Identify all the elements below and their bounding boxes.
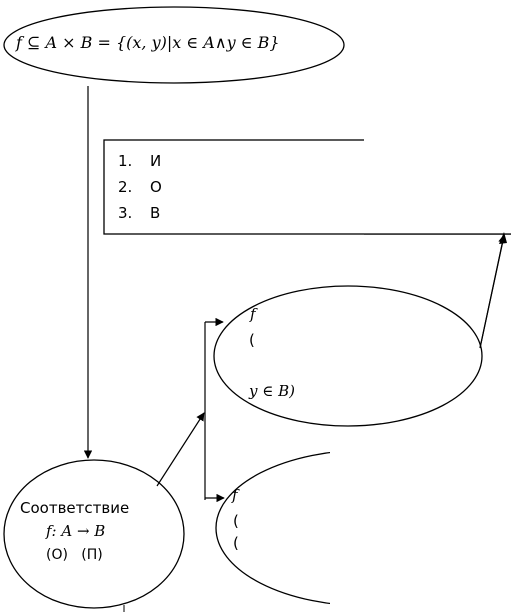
list-item: 3. В	[118, 200, 162, 226]
list-item-number: 2.	[118, 178, 133, 196]
list-box-mask	[364, 138, 511, 234]
bottom-title: Соответствие	[20, 499, 130, 517]
right-bottom-mask	[330, 446, 511, 612]
top-ellipse	[3, 6, 345, 84]
list-box-items: 1. И 2. О 3. В	[118, 148, 162, 226]
right-top-line4: y ∈ B)	[249, 382, 295, 400]
list-item-text: И	[150, 152, 162, 170]
list-box	[103, 139, 511, 235]
arrow-bottom-to-branch	[156, 412, 205, 487]
right-bottom-line1: f	[232, 486, 238, 504]
arrow-overlay-head	[499, 232, 507, 244]
bottom-formula: f: A → B	[46, 522, 106, 540]
list-item-text: В	[150, 204, 161, 222]
list-item: 1. И	[118, 148, 162, 174]
bottom-ellipse	[3, 459, 185, 609]
bottom-tags: (О) (П)	[46, 547, 103, 563]
list-item-text: О	[150, 178, 162, 196]
right-top-line2: (	[249, 331, 255, 349]
right-top-line1: f	[250, 305, 256, 323]
list-item-number: 1.	[118, 152, 133, 170]
top-formula: f ⊆ A × B = {(x, y)|x ∈ A∧y ∈ B}	[16, 33, 280, 52]
right-top-ellipse	[213, 285, 483, 427]
right-bottom-line2: (	[233, 512, 239, 530]
arrow-overlay	[479, 235, 505, 349]
list-item-number: 3.	[118, 204, 133, 222]
right-bottom-line3: (	[233, 534, 239, 552]
list-item: 2. О	[118, 174, 162, 200]
